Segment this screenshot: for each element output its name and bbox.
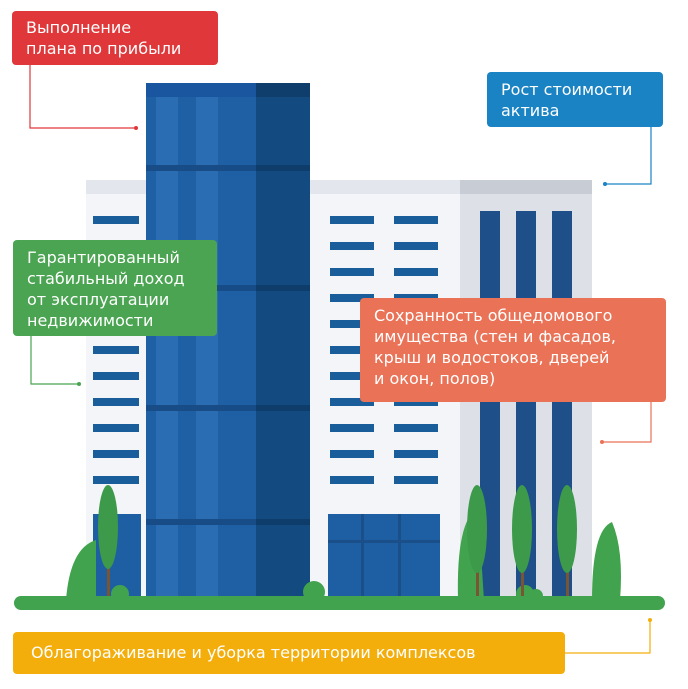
entrance-divider [361,514,364,600]
trees [98,485,577,600]
connector-lines [29,65,652,654]
common-property-line: и окон, полов) [374,369,496,388]
stable-income-line: от эксплуатации [27,290,170,309]
asset-value-line: Рост стоимости [501,80,633,99]
profit-plan-line: плана по прибыли [26,39,182,58]
profit-plan-line: Выполнение [26,18,132,37]
common-property-line: имущества (стен и фасадов, [374,327,616,346]
common-property-line: Сохранность общедомового [374,306,613,325]
grey-building-roof [460,180,592,194]
stable-income-label: Гарантированный стабильный доход от эксп… [13,240,217,336]
grass-strip [14,596,665,610]
white-building-entrance [328,514,440,600]
glass-tower-roof [146,83,256,97]
white-building-roof [310,180,460,194]
asset-value-line: актива [501,101,560,120]
landscaping-text: Облагораживание и уборка территории комп… [31,643,476,662]
stable-income-line: Гарантированный [27,248,180,267]
entrance-divider [328,540,440,543]
glass-tower-panels [156,97,218,600]
common-property-line: крыш и водостоков, дверей [374,348,610,367]
profit-plan-label: Выполнение плана по прибыли [12,11,218,65]
landscaping-label: Облагораживание и уборка территории комп… [13,632,565,674]
entrance-divider [398,514,401,600]
common-property-label: Сохранность общедомового имущества (стен… [360,298,666,402]
stable-income-line: стабильный доход [27,269,185,288]
left-building-roof [86,180,148,194]
dark-tower-floor-lines [256,165,310,525]
asset-value-label: Рост стоимости актива [487,72,663,127]
dark-tower-roof [256,83,310,97]
stable-income-line: недвижимости [27,311,154,330]
white-building-windows [330,216,438,484]
